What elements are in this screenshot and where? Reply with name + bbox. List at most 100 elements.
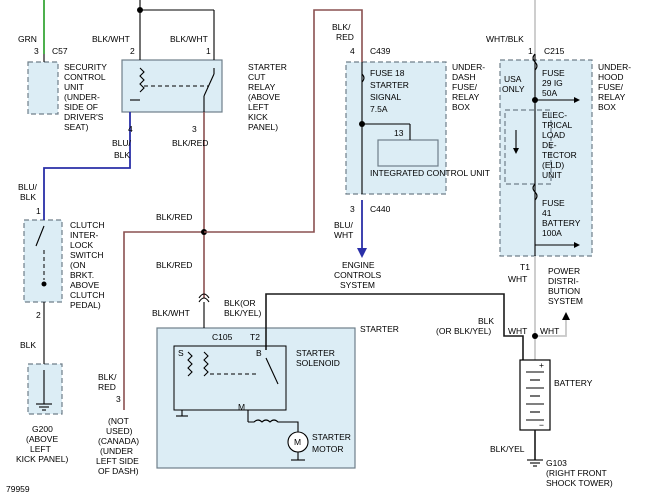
label-g200-4: KICK PANEL) bbox=[16, 454, 68, 464]
label-g200-2: (ABOVE bbox=[26, 434, 58, 444]
splice-fuse29 bbox=[532, 97, 538, 103]
label-figure-number: 79959 bbox=[6, 484, 30, 494]
label-c57: C57 bbox=[52, 46, 68, 56]
label-security-5: SIDE OF bbox=[64, 102, 98, 112]
label-pin2-clutch: 2 bbox=[36, 310, 41, 320]
label-blu-wht-b: WHT bbox=[334, 230, 353, 240]
fuse41-symbol bbox=[532, 183, 538, 201]
label-power-3: BUTION bbox=[548, 286, 580, 296]
label-blk-red-5b: RED bbox=[336, 32, 354, 42]
arrow-engine-controls bbox=[357, 248, 367, 258]
label-pin4-c439: 4 bbox=[350, 46, 355, 56]
label-pin3-c57: 3 bbox=[34, 46, 39, 56]
label-pin1-c215: 1 bbox=[528, 46, 533, 56]
battery-plus: + bbox=[539, 360, 544, 370]
label-security-2: CONTROL bbox=[64, 72, 106, 82]
label-pin2-relay: 2 bbox=[130, 46, 135, 56]
label-underhood-3: FUSE/ bbox=[598, 82, 624, 92]
label-notused-2: USED) bbox=[106, 426, 133, 436]
label-clutch-7: ABOVE bbox=[70, 280, 100, 290]
label-power-1: POWER bbox=[548, 266, 580, 276]
label-icu: INTEGRATED CONTROL UNIT bbox=[370, 168, 490, 178]
g200-ground-box bbox=[27, 363, 63, 415]
label-m: M bbox=[238, 402, 245, 412]
label-underdash-4: RELAY bbox=[452, 92, 480, 102]
label-b: B bbox=[256, 348, 262, 358]
label-security-7: SEAT) bbox=[64, 122, 89, 132]
solenoid-coil-1 bbox=[187, 351, 193, 377]
label-blk-or-blk-yel-b: BLK/YEL) bbox=[224, 308, 261, 318]
label-fuse41-1: FUSE bbox=[542, 198, 565, 208]
label-blk-wht-1: BLK/WHT bbox=[92, 34, 130, 44]
label-pin1-relay: 1 bbox=[206, 46, 211, 56]
label-blu-blk-1a: BLU/ bbox=[112, 138, 132, 148]
label-wht-3: WHT bbox=[540, 326, 559, 336]
label-eld-6: (ELD) bbox=[542, 160, 564, 170]
label-eld-1: ELEC- bbox=[542, 110, 567, 120]
label-underhood-1: UNDER- bbox=[598, 62, 631, 72]
label-battery: BATTERY bbox=[554, 378, 593, 388]
label-blk-wht-3: BLK/WHT bbox=[152, 308, 190, 318]
label-fuse18-3: SIGNAL bbox=[370, 92, 401, 102]
label-blk-or-blkyel2-a: BLK bbox=[478, 316, 494, 326]
label-g103-1: G103 bbox=[546, 458, 567, 468]
label-usa-1: USA bbox=[504, 74, 522, 84]
label-blk-1: BLK bbox=[20, 340, 36, 350]
label-security-6: DRIVER'S bbox=[64, 112, 104, 122]
label-power-2: DISTRI- bbox=[548, 276, 579, 286]
label-relay-3: RELAY bbox=[248, 82, 276, 92]
label-security-4: (UNDER- bbox=[64, 92, 100, 102]
label-clutch-3: LOCK bbox=[70, 240, 93, 250]
label-notused-6: OF DASH) bbox=[98, 466, 139, 476]
connector-c105-top2 bbox=[198, 293, 210, 299]
label-clutch-4: SWITCH bbox=[70, 250, 104, 260]
label-pin1-clutch: 1 bbox=[36, 206, 41, 216]
label-eld-3: LOAD bbox=[542, 130, 565, 140]
label-usa-2: ONLY bbox=[502, 84, 525, 94]
label-power-4: SYSTEM bbox=[548, 296, 583, 306]
arrow-power-dist bbox=[562, 312, 570, 320]
label-motor-2: MOTOR bbox=[312, 444, 343, 454]
label-starter: STARTER bbox=[360, 324, 399, 334]
label-wht-1: WHT bbox=[508, 274, 527, 284]
label-pin3-c440: 3 bbox=[350, 204, 355, 214]
label-blk-red-4b: RED bbox=[98, 382, 116, 392]
label-fuse41-4: 100A bbox=[542, 228, 562, 238]
wire-blk-red-fuse18 bbox=[204, 9, 363, 233]
wire-blk-t2-battery bbox=[265, 293, 524, 360]
label-solenoid-2: SOLENOID bbox=[296, 358, 340, 368]
label-engine-2: CONTROLS bbox=[334, 270, 382, 280]
label-relay-7: PANEL) bbox=[248, 122, 278, 132]
label-relay-1: STARTER bbox=[248, 62, 287, 72]
label-g103-2: (RIGHT FRONT bbox=[546, 468, 607, 478]
label-c105: C105 bbox=[212, 332, 233, 342]
label-underdash-3: FUSE/ bbox=[452, 82, 478, 92]
solenoid-coil-2 bbox=[203, 351, 209, 377]
label-relay-5: LEFT bbox=[248, 102, 269, 112]
splice-wht bbox=[532, 333, 538, 339]
label-motor-1: STARTER bbox=[312, 432, 351, 442]
label-relay-4: (ABOVE bbox=[248, 92, 280, 102]
clutch-contact bbox=[41, 281, 47, 287]
label-security-1: SECURITY bbox=[64, 62, 107, 72]
label-relay-6: KICK bbox=[248, 112, 268, 122]
wire-blk-red-canada bbox=[123, 231, 204, 410]
fuse29-symbol bbox=[532, 53, 538, 71]
underdash-fuse-relay-box bbox=[345, 61, 447, 195]
label-t1: T1 bbox=[520, 262, 530, 272]
label-engine-1: ENGINE bbox=[342, 260, 375, 270]
label-wht-blk: WHT/BLK bbox=[486, 34, 524, 44]
splice-icu bbox=[359, 121, 365, 127]
label-clutch-9: PEDAL) bbox=[70, 300, 101, 310]
label-clutch-6: BRKT. bbox=[70, 270, 94, 280]
label-blk-red-5a: BLK/ bbox=[332, 22, 351, 32]
label-pin3-relay: 3 bbox=[192, 124, 197, 134]
clutch-switch-blade bbox=[35, 225, 45, 247]
label-blk-red-2: BLK/RED bbox=[156, 212, 192, 222]
label-notused-5: LEFT SIDE bbox=[96, 456, 139, 466]
label-underhood-4: RELAY bbox=[598, 92, 626, 102]
label-pin3-c105: 3 bbox=[116, 394, 121, 404]
label-clutch-8: CLUTCH bbox=[70, 290, 104, 300]
motor-field bbox=[248, 419, 299, 432]
